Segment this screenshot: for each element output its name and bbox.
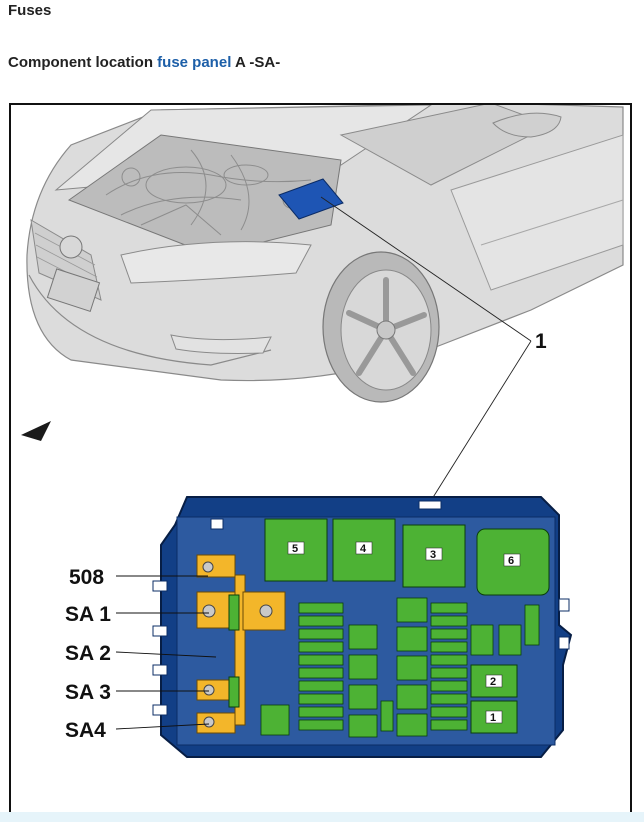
fuse-label-group: 508 SA 1 SA 2 SA 3 SA4 — [65, 566, 111, 742]
section-heading: Fuses — [8, 2, 52, 19]
fuse-label-sa3: SA 3 — [65, 681, 111, 704]
bottom-scroll-strip — [0, 812, 644, 822]
fuse-location-figure: 1 — [9, 103, 632, 822]
fuse-label-sa2: SA 2 — [65, 642, 111, 665]
fuse-label-sa1: SA 1 — [65, 603, 111, 626]
location-prefix: Component location — [8, 54, 153, 71]
orientation-arrow-icon — [21, 421, 51, 441]
relay-6-number: 6 — [508, 555, 514, 567]
relay-2-number: 2 — [490, 676, 496, 688]
fuse-box-diagram: 5 4 3 6 2 1 — [152, 496, 573, 758]
relay-1-number: 1 — [490, 712, 496, 724]
vehicle-callout-number: 1 — [535, 330, 547, 353]
fuse-panel-link[interactable]: fuse panel — [157, 54, 232, 71]
callout-leader-lines — [320, 196, 532, 500]
relay-3-number: 3 — [430, 549, 436, 561]
fuse-label-leader-lines — [115, 575, 217, 730]
fuse-label-508: 508 — [69, 566, 104, 589]
figure-illustration: 1 — [21, 105, 624, 758]
fuse-label-sa4: SA4 — [65, 719, 106, 742]
vehicle-illustration — [26, 105, 624, 403]
relay-5-number: 5 — [292, 543, 298, 555]
location-suffix: A -SA- — [234, 54, 281, 71]
relay-4-number: 4 — [360, 543, 367, 555]
component-location-line: Component location fuse panel A -SA- — [8, 54, 280, 71]
